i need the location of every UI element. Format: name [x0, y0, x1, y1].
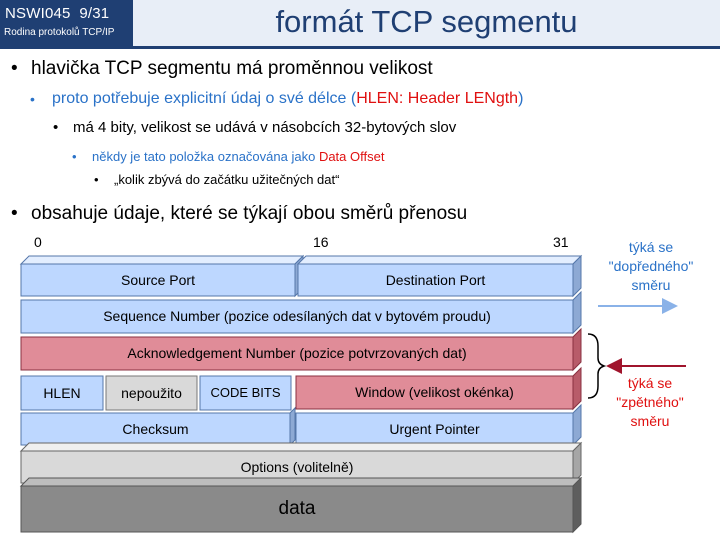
field-code-bits: CODE BITS — [210, 385, 281, 400]
bullet-dot-icon: • — [72, 149, 77, 164]
bullet-four-bits: •má 4 bity, velikost se udává v násobcíc… — [53, 119, 457, 136]
field-unused: nepoužito — [121, 385, 182, 401]
brace-icon — [587, 333, 607, 399]
backward-direction-note: týká se "zpětného" směru — [616, 375, 684, 429]
field-hlen: HLEN — [43, 385, 81, 401]
bullet-dot-icon: • — [53, 119, 59, 136]
tcp-header-diagram: 0 16 31 — [0, 228, 720, 540]
slide-title: formát TCP segmentu — [275, 4, 578, 39]
bullet-dot-icon: • — [11, 58, 18, 79]
bullet-dot-icon: • — [94, 172, 99, 187]
title-divider — [0, 46, 720, 49]
bullet-how-much-remains: •„kolik zbývá do začátku užitečných dat“ — [94, 172, 340, 187]
row-hlen-window — [20, 366, 582, 411]
title-bar: formát TCP segmentu — [133, 0, 720, 46]
bit-label-16: 16 — [313, 234, 329, 250]
course-subtitle: Rodina protokolů TCP/IP — [4, 27, 115, 38]
field-destination-port: Destination Port — [385, 272, 486, 288]
bullet-both-directions: •obsahuje údaje, které se týkají obou sm… — [11, 203, 468, 224]
bullet-data-offset: •někdy je tato položka označována jako D… — [72, 149, 385, 164]
row-checksum-urgent — [20, 403, 582, 447]
field-window: Window (velikost okénka) — [355, 384, 514, 400]
field-options: Options (volitelně) — [240, 459, 354, 475]
field-data: data — [278, 498, 316, 519]
bullet-dot-icon: • — [11, 203, 18, 224]
bit-label-0: 0 — [34, 234, 42, 250]
field-urgent-pointer: Urgent Pointer — [389, 421, 480, 437]
row-ports — [19, 254, 583, 298]
row-data — [19, 476, 583, 534]
row-acknowledgement — [20, 327, 582, 372]
row-sequence — [20, 290, 582, 335]
forward-direction-note: týká se "dopředného" směru — [608, 239, 694, 293]
field-acknowledgement-number: Acknowledgement Number (pozice potvrzova… — [127, 345, 467, 361]
bullet-variable-size: •hlavička TCP segmentu má proměnnou veli… — [11, 58, 433, 79]
field-checksum: Checksum — [122, 421, 189, 437]
field-sequence-number: Sequence Number (pozice odesílaných dat … — [103, 308, 491, 324]
course-badge: NSWI045 9/31 Rodina protokolů TCP/IP — [0, 0, 133, 46]
bullet-dot-icon: • — [30, 91, 35, 107]
bullet-explicit-length: •proto potřebuje explicitní údaj o své d… — [30, 90, 524, 107]
bit-label-31: 31 — [553, 234, 569, 250]
course-code: NSWI045 9/31 — [5, 5, 110, 22]
tcp-header-graphic — [19, 254, 686, 534]
field-source-port: Source Port — [121, 272, 195, 288]
slide-number: 9/31 — [79, 5, 110, 22]
